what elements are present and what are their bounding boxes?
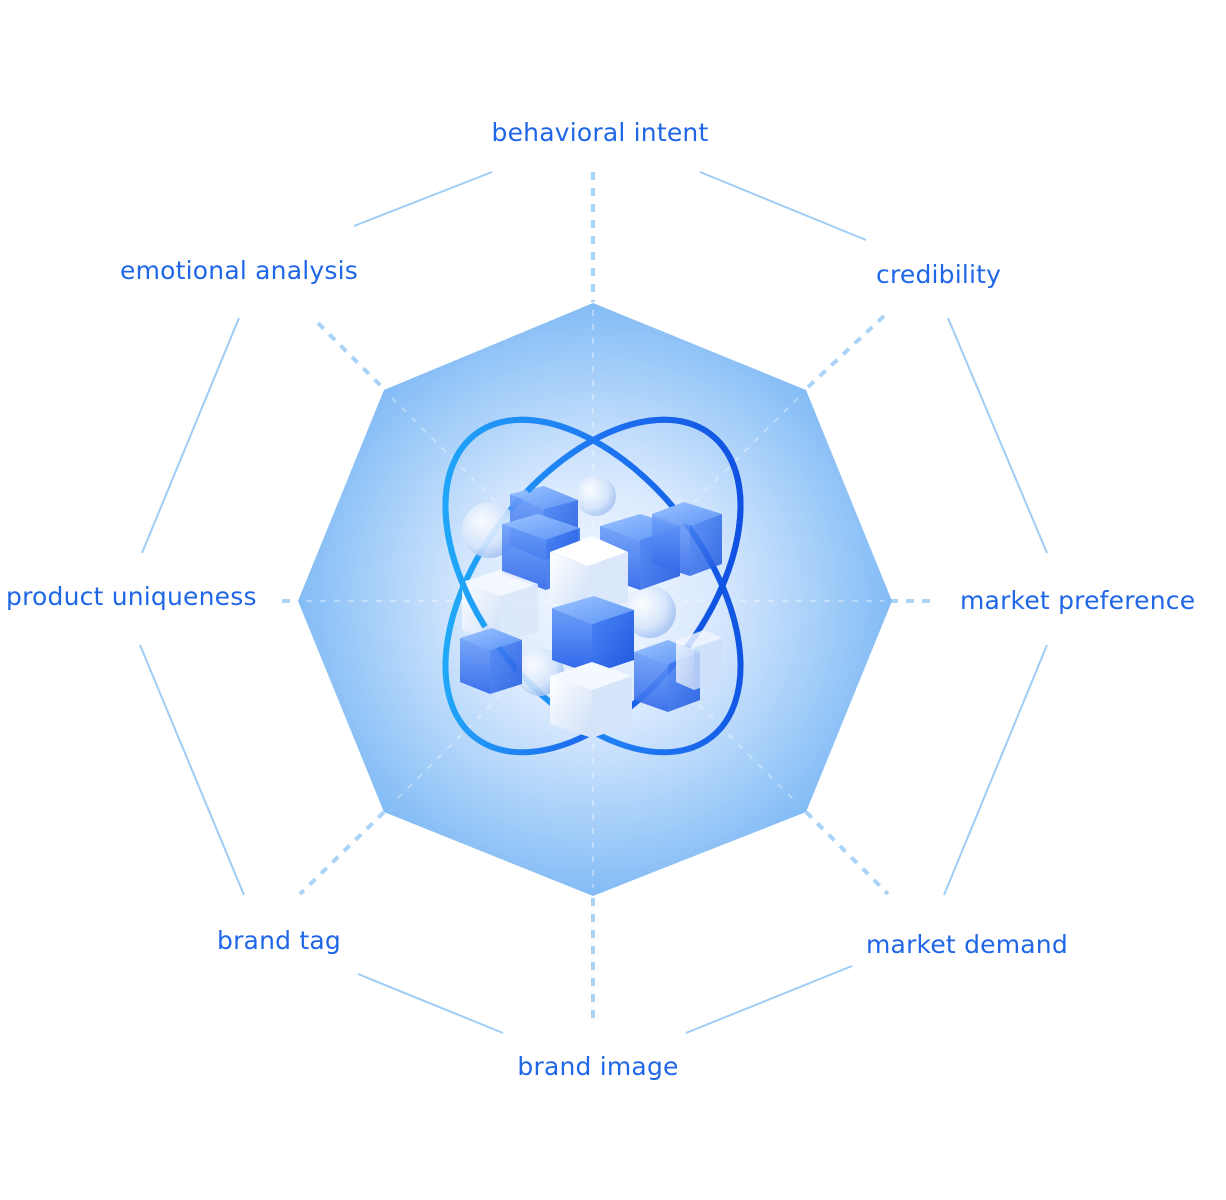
cube-block-right-white: [676, 630, 722, 690]
octagon-inner-guides: [306, 310, 884, 888]
cube-block-center-blue: [552, 596, 634, 674]
sphere-2: [624, 586, 676, 638]
outer-line-bottom-right: [685, 965, 853, 1034]
outer-line-right-lower: [943, 644, 1048, 896]
outer-line-bottom-left: [357, 973, 504, 1034]
cube-block-lower-white: [550, 662, 632, 738]
spoke-top-left: [316, 321, 386, 391]
outer-line-top-left: [353, 171, 493, 227]
label-product-uniqueness: product uniqueness: [6, 582, 257, 611]
label-brand-tag: brand tag: [217, 926, 341, 955]
label-brand-image: brand image: [517, 1052, 679, 1081]
outer-line-left-lower: [139, 644, 245, 896]
cube-block-lower-left: [460, 628, 522, 694]
cube-block-white-left: [462, 570, 538, 644]
label-market-demand: market demand: [866, 930, 1068, 959]
label-market-preference: market preference: [960, 586, 1196, 615]
outer-connector-lines: [139, 171, 1048, 1034]
spoke-bottom-left: [298, 810, 386, 896]
sphere-4: [576, 476, 616, 516]
outer-line-top-right: [699, 171, 867, 241]
orbit-ring-b-front: [442, 416, 744, 756]
dashed-spokes: [282, 172, 930, 1018]
orbit-ring-a-front: [442, 416, 744, 756]
label-emotional-analysis: emotional analysis: [120, 256, 358, 285]
cube-with-orbits-icon: [442, 416, 744, 756]
outer-line-right-upper: [947, 317, 1048, 554]
label-behavioral-intent: behavioral intent: [491, 118, 709, 147]
outer-line-left-upper: [141, 317, 240, 554]
spoke-bottom-right: [804, 810, 890, 896]
cube-block-far-right: [652, 502, 722, 576]
label-credibility: credibility: [876, 260, 1002, 289]
spoke-top-right: [804, 314, 886, 391]
